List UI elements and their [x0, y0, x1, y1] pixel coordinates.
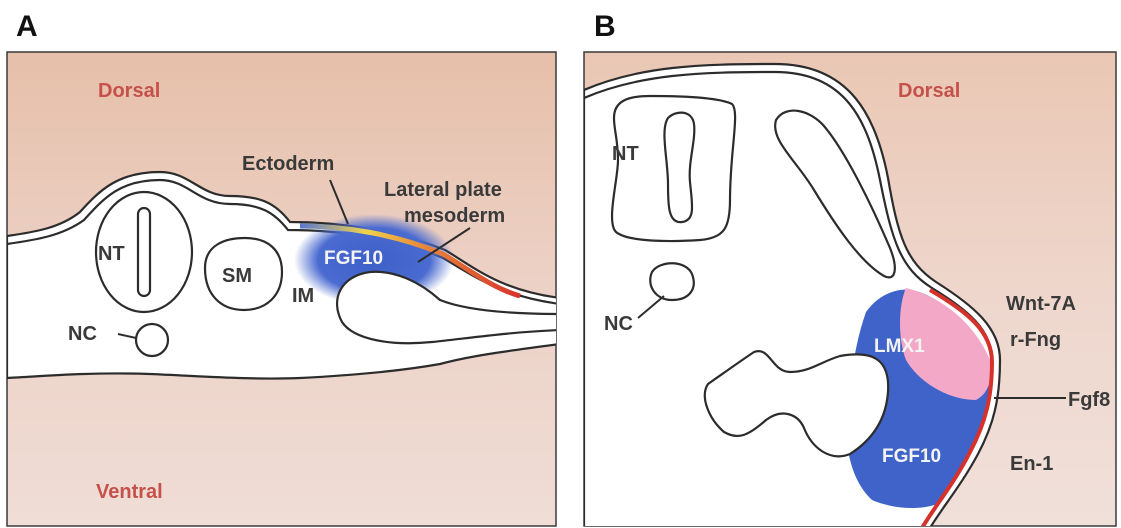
en1-label: En-1 — [1010, 453, 1053, 475]
dorsal-label-a: Dorsal — [98, 80, 160, 102]
notochord-a — [136, 324, 168, 356]
nc-label-a: NC — [68, 323, 97, 345]
im-label: IM — [292, 285, 314, 307]
sm-label: SM — [222, 265, 252, 287]
ventral-label-a: Ventral — [96, 481, 163, 503]
nt-label-a: NT — [98, 243, 125, 265]
lateral-plate-label-1: Lateral plate — [384, 179, 502, 201]
neural-canal-b — [664, 113, 694, 223]
nt-label-b: NT — [612, 143, 639, 165]
notochord-b — [650, 263, 694, 300]
fgf8-label: Fgf8 — [1068, 389, 1110, 411]
ectoderm-label: Ectoderm — [242, 153, 334, 175]
panel-a-letter: A — [16, 10, 38, 43]
rfng-label: r-Fng — [1010, 329, 1061, 351]
panel-b-letter: B — [594, 10, 616, 43]
fgf10-label-b: FGF10 — [882, 446, 941, 467]
panel-b: B Dorsal NT NC — [584, 10, 1116, 528]
neural-canal-a — [138, 208, 150, 296]
lateral-plate-label-2: mesoderm — [404, 205, 505, 227]
dorsal-label-b: Dorsal — [898, 80, 960, 102]
fgf10-label-a: FGF10 — [324, 248, 383, 269]
wnt7a-label: Wnt-7A — [1006, 293, 1076, 315]
panel-a: A Dorsal Ventral Ectoderm Lateral — [7, 10, 560, 526]
lmx1-label: LMX1 — [874, 336, 925, 357]
nc-label-b: NC — [604, 313, 633, 335]
